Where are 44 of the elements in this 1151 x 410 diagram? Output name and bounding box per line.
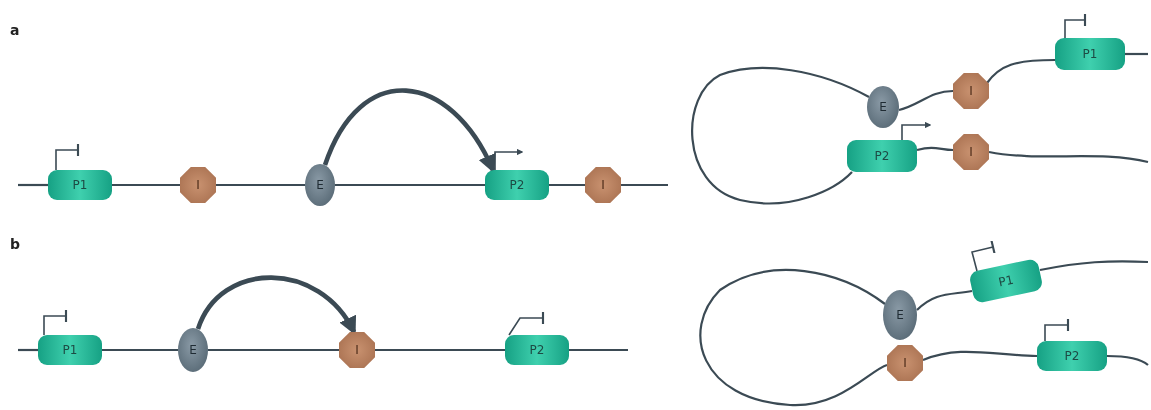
blocked-transcription-mark [971,240,996,272]
dna-strand [986,58,1055,84]
dna-strand [699,269,888,407]
transcription-arrow [901,121,932,141]
panel-label: b [10,236,21,252]
dna-strand [216,183,305,187]
dna-strand [621,183,668,187]
dna-strand [1039,260,1149,272]
dna-strand [916,289,973,311]
promoter-box: P2 [485,170,549,200]
dna-strand [988,150,1149,164]
dna-strand [102,348,178,352]
dna-strand [208,348,339,352]
enhancer-ellipse: E [883,290,917,340]
promoter-box: P2 [1037,341,1107,371]
blocked-transcription-mark [1064,13,1087,39]
dna-strand [335,183,485,187]
dna-strand [1107,354,1149,366]
blocked-transcription-mark [508,311,545,336]
blocked-transcription-mark [43,309,68,336]
dna-strand [916,146,954,152]
enhancer-ellipse: E [867,86,899,128]
dna-strand [922,350,1038,362]
dna-strand [549,183,585,187]
promoter-box: P1 [1055,38,1125,70]
dna-strand [569,348,628,352]
dna-strand [18,348,38,352]
blocked-transcription-mark [55,143,80,171]
dna-strand [691,66,870,205]
promoter-box: P1 [968,258,1044,304]
dna-strand [112,183,180,187]
dna-strand [898,89,954,112]
promoter-box: P1 [48,170,112,200]
promoter-box: P1 [38,335,102,365]
dna-strand [18,183,48,187]
dna-strand [1125,52,1148,56]
promoter-box: P2 [505,335,569,365]
promoter-box: P2 [847,140,917,172]
transcription-arrow [494,148,524,171]
enhancer-ellipse: E [178,328,208,372]
dna-strand [375,348,505,352]
panel-label: a [10,22,20,38]
blocked-transcription-mark [1044,318,1070,342]
enhancer-ellipse: E [305,164,335,206]
